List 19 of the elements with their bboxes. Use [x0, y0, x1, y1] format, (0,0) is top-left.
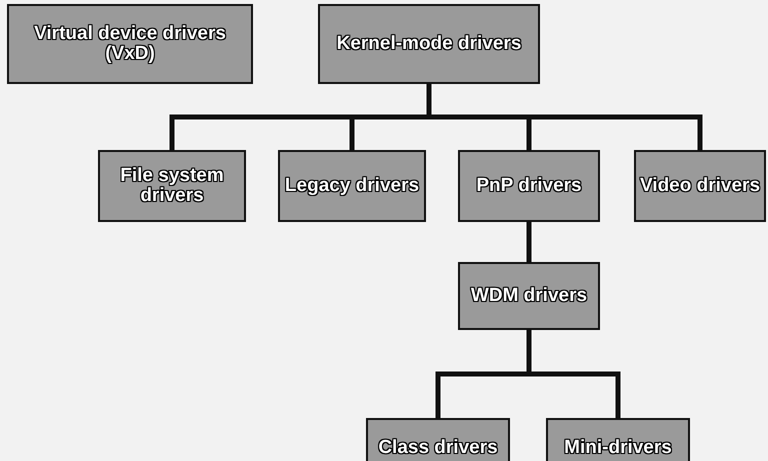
- driver-box: [458, 262, 600, 330]
- box-label: Video drivers: [640, 176, 760, 196]
- box-label: Kernel-mode drivers: [336, 34, 522, 54]
- driver-box: [366, 418, 510, 461]
- driver-box: [318, 4, 540, 84]
- box-label: Legacy drivers: [284, 176, 420, 196]
- box-label: Virtual device drivers (VxD): [33, 24, 227, 64]
- box-label: PnP drivers: [476, 176, 582, 196]
- connector-line: [526, 222, 532, 262]
- driver-box: [634, 150, 766, 222]
- driver-box: [278, 150, 426, 222]
- box-label: Mini-drivers: [564, 438, 672, 458]
- box-label: WDM drivers: [470, 286, 588, 306]
- box-label: Class drivers: [378, 438, 498, 458]
- driver-box: [458, 150, 600, 222]
- driver-box: [7, 4, 253, 84]
- driver-box: [98, 150, 246, 222]
- driver-box: [546, 418, 690, 461]
- box-label: File system drivers: [119, 166, 225, 206]
